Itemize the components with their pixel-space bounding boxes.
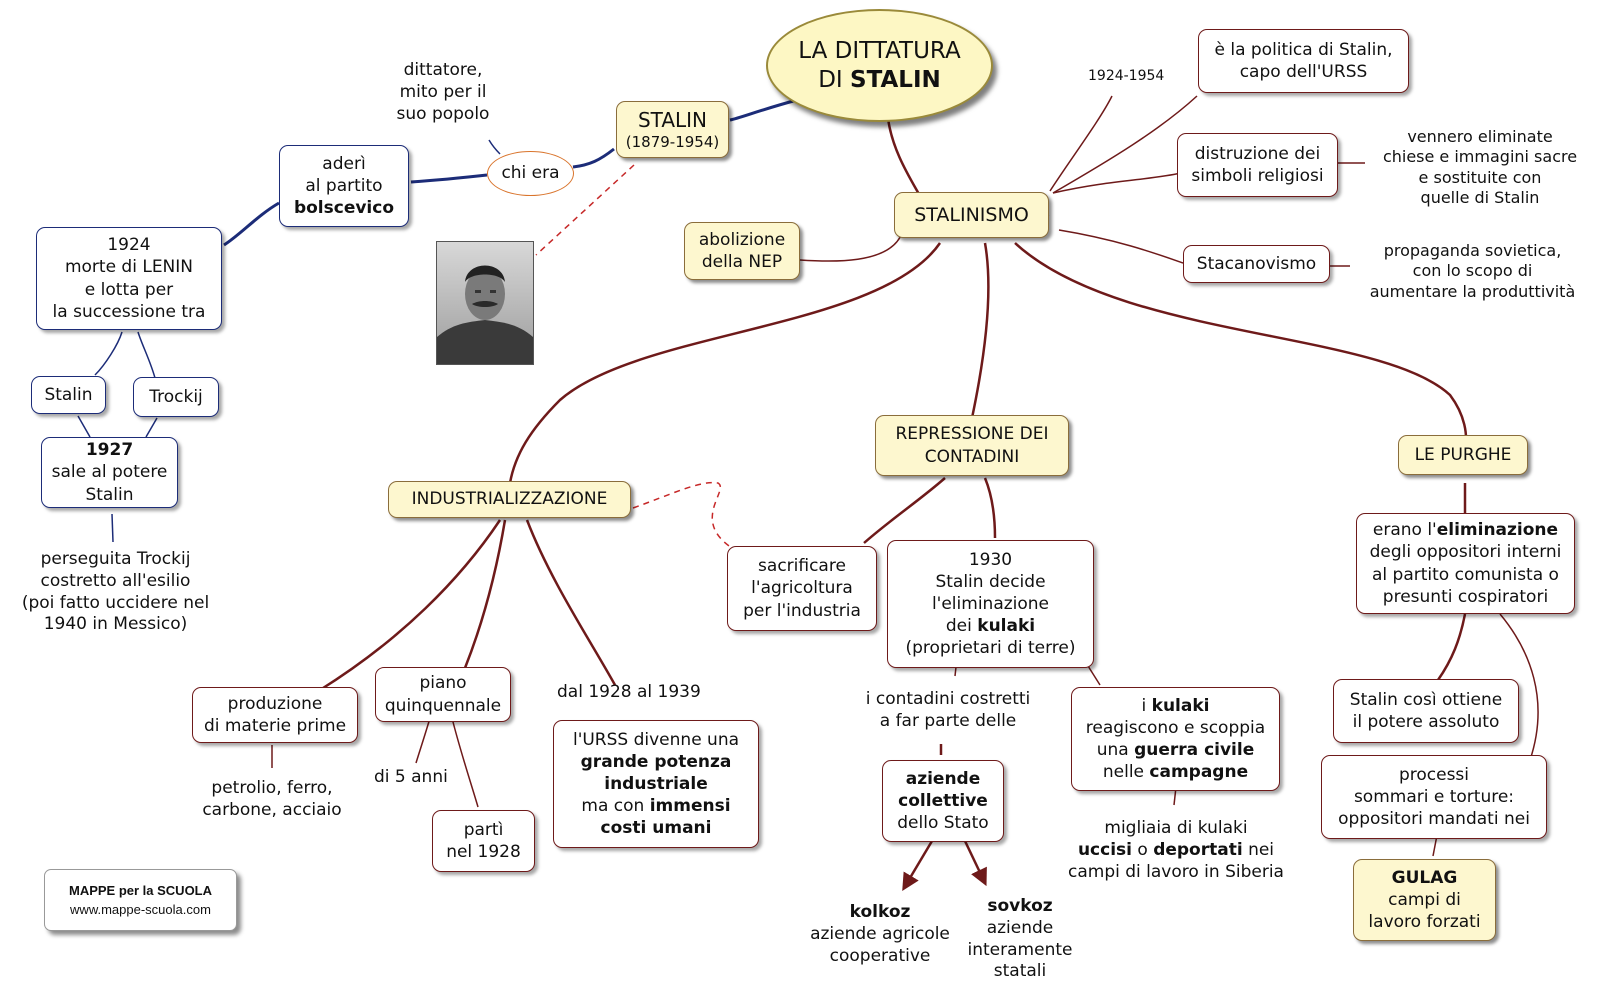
migliaia-text: migliaia di kulaki uccisi o deportati ne… xyxy=(1058,818,1294,883)
stalinismo-box: STALINISMO xyxy=(894,192,1049,238)
kulaki-1930-box: 1930 Stalin decide l'eliminazione dei ku… xyxy=(887,540,1094,668)
stacanovismo-box: Stacanovismo xyxy=(1183,245,1330,283)
chi-era-label: chi era xyxy=(501,162,559,184)
politica-box: è la politica di Stalin,capo dell'URSS xyxy=(1198,29,1409,93)
stalin-dates: (1879-1954) xyxy=(626,133,719,153)
chi-era-node: chi era xyxy=(487,151,574,196)
logo-url: www.mappe-scuola.com xyxy=(70,902,211,917)
title-ellipse: LA DITTATURA DI STALIN xyxy=(766,9,993,122)
title-line1: LA DITTATURA xyxy=(798,37,960,66)
period-text: 1924-1954 xyxy=(1088,68,1164,86)
trockij-node: Trockij xyxy=(133,377,219,417)
eliminazione-box: erano l'eliminazione degli oppositori in… xyxy=(1356,513,1575,614)
purghe-box: LE PURGHE xyxy=(1398,435,1528,475)
stalin-portrait-photo xyxy=(436,241,534,365)
industrializzazione-box: INDUSTRIALIZZAZIONE xyxy=(388,481,631,518)
title-line2: DI STALIN xyxy=(798,66,960,95)
logo-title: MAPPE per la SCUOLA xyxy=(69,883,212,898)
cinque-anni-text: di 5 anni xyxy=(374,767,448,789)
aziende-collettive-box: aziende collettive dello Stato xyxy=(882,760,1004,842)
stalin-node: Stalin xyxy=(31,376,106,414)
kulaki-reagiscono-box: i kulaki reagiscono e scoppia una guerra… xyxy=(1071,687,1280,791)
mappe-scuola-logo: MAPPE per la SCUOLA www.mappe-scuola.com xyxy=(44,869,237,931)
petrolio-text: petrolio, ferro,carbone, acciaio xyxy=(192,778,352,822)
stalin-name: STALIN xyxy=(626,107,719,133)
urss-box: l'URSS divenne una grande potenza indust… xyxy=(553,720,759,848)
stalin-box: STALIN (1879-1954) xyxy=(616,101,729,158)
dal-1928-text: dal 1928 al 1939 xyxy=(557,682,701,704)
